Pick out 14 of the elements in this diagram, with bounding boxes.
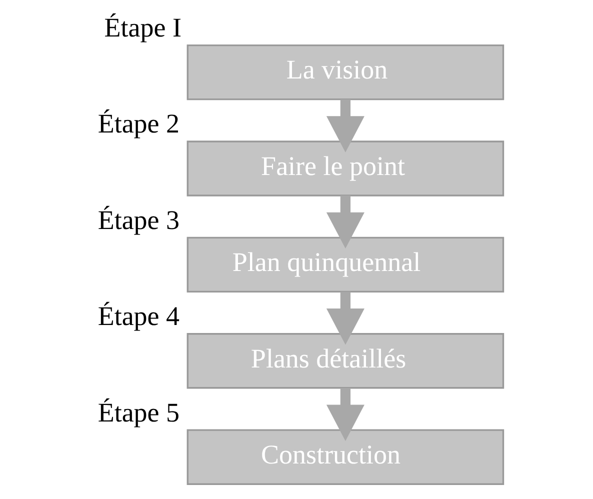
- node-box: Plan quinquennal: [186, 236, 504, 293]
- node-label: Étape 2: [98, 108, 180, 139]
- node-box: Construction: [186, 429, 504, 485]
- arrow: [326, 196, 364, 249]
- arrow: [326, 388, 364, 441]
- arrow: [326, 292, 364, 345]
- node-box: Plans détaillés: [186, 333, 504, 389]
- node-label: Étape I: [104, 12, 182, 43]
- node-box: Faire le point: [186, 140, 504, 196]
- node-box: La vision: [186, 44, 504, 100]
- node-label: Étape 3: [98, 204, 180, 235]
- node-label: Étape 5: [98, 397, 180, 428]
- arrow: [326, 99, 364, 152]
- node-label: Étape 4: [98, 301, 180, 332]
